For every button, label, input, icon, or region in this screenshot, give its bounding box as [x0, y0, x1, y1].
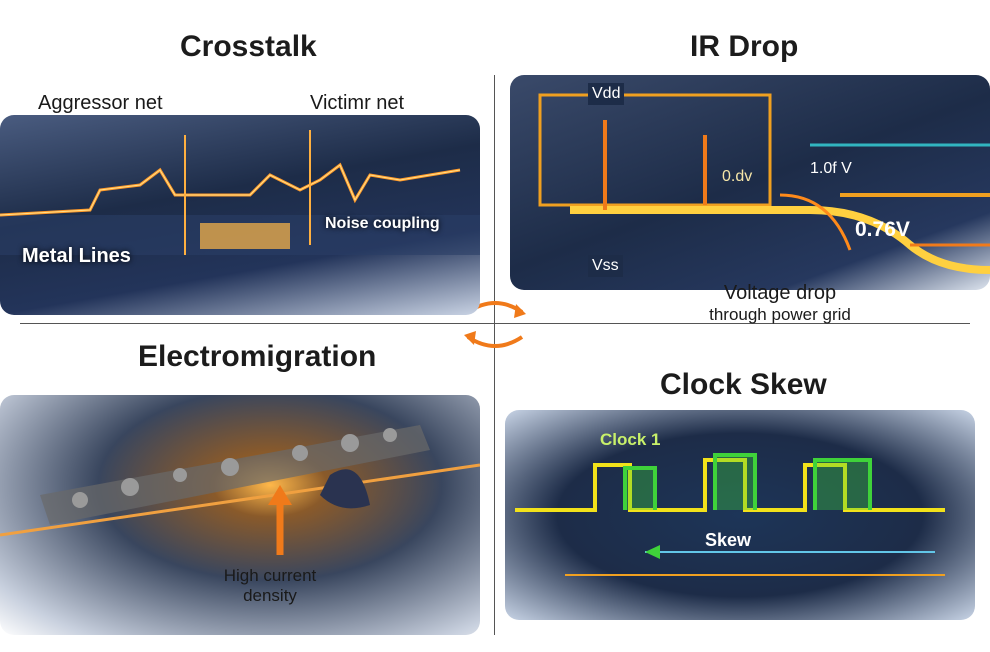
vdd-label: Vdd: [588, 83, 625, 105]
caption-line1: Voltage drop: [723, 282, 837, 304]
clock-skew-title: Clock Skew: [660, 368, 827, 401]
caption-line2: density: [243, 586, 297, 605]
crosstalk-panel: Metal Lines Noise coupling: [0, 115, 480, 315]
electromigration-panel: [0, 395, 480, 635]
caption-line1: High current: [223, 566, 317, 585]
horizontal-divider: [20, 323, 970, 324]
noise-coupling-label: Noise coupling: [325, 215, 440, 232]
irdrop-title: IR Drop: [690, 30, 799, 63]
crosstalk-title: Crosstalk: [180, 30, 317, 63]
victim-net-label: Victimr net: [310, 92, 405, 114]
irdrop-panel: Vdd Vss 0.dv 1.0f V 0.76V: [510, 75, 990, 290]
caption-line2: through power grid: [709, 305, 851, 324]
clock-skew-panel: Clock 1 Skew: [505, 410, 975, 620]
metal-lines-label: Metal Lines: [22, 245, 131, 267]
voltage-0-76v: 0.76V: [855, 218, 910, 241]
vertical-divider: [494, 75, 495, 635]
voltage-0dv: 0.dv: [722, 168, 753, 185]
electromigration-title: Electromigration: [138, 340, 377, 373]
clock-1-label: Clock 1: [600, 430, 661, 449]
aggressor-net-label: Aggressor net: [38, 92, 163, 114]
voltage-1-0fv: 1.0f V: [810, 160, 852, 177]
skew-label: Skew: [705, 530, 752, 550]
vss-label: Vss: [588, 255, 623, 277]
